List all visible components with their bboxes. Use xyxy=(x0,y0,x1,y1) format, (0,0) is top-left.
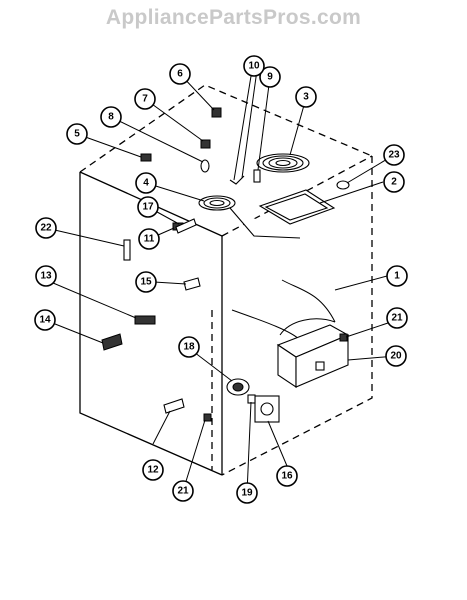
svg-text:12: 12 xyxy=(147,465,159,476)
coil-element-small xyxy=(198,195,236,211)
cabinet-front-left-edge xyxy=(79,172,223,476)
callout-23: 23 xyxy=(383,144,405,166)
clip-19 xyxy=(247,394,256,404)
leader-lines xyxy=(44,69,398,494)
transformer-box xyxy=(276,324,350,389)
svg-text:1: 1 xyxy=(394,271,400,282)
callout-7: 7 xyxy=(134,88,156,110)
callout-20: 20 xyxy=(385,345,407,367)
grommet-23 xyxy=(336,180,350,190)
svg-text:22: 22 xyxy=(40,223,52,234)
callout-10: 10 xyxy=(243,55,265,77)
callout-16: 16 xyxy=(276,465,298,487)
fan-wheel xyxy=(226,378,250,396)
callout-22: 22 xyxy=(35,217,57,239)
clip-15 xyxy=(183,277,201,291)
knob-6 xyxy=(211,107,222,118)
svg-text:20: 20 xyxy=(390,351,402,362)
terminal-block-17 xyxy=(175,218,197,234)
callout-12: 12 xyxy=(142,459,164,481)
svg-text:3: 3 xyxy=(303,92,309,103)
svg-text:21: 21 xyxy=(177,486,189,497)
svg-text:5: 5 xyxy=(74,129,80,140)
svg-text:11: 11 xyxy=(144,234,155,245)
callout-4: 4 xyxy=(135,172,157,194)
wire-harness-2 xyxy=(231,309,301,341)
svg-text:19: 19 xyxy=(241,488,253,499)
bulb-8 xyxy=(200,159,210,173)
svg-text:15: 15 xyxy=(140,277,152,288)
callout-8: 8 xyxy=(100,106,122,128)
callout-14: 14 xyxy=(34,309,56,331)
svg-text:10: 10 xyxy=(248,61,260,72)
svg-text:6: 6 xyxy=(177,69,183,80)
callout-13: 13 xyxy=(35,265,57,287)
svg-text:23: 23 xyxy=(388,150,400,161)
part-drawings xyxy=(101,107,350,423)
svg-text:4: 4 xyxy=(143,178,149,189)
coil-element-large xyxy=(256,153,310,173)
callout-9: 9 xyxy=(259,66,281,88)
drip-pan-tray xyxy=(229,189,336,239)
relay xyxy=(254,395,280,423)
svg-text:18: 18 xyxy=(183,342,195,353)
terminal-10 xyxy=(229,175,245,185)
callout-17: 17 xyxy=(137,196,159,218)
switch-14 xyxy=(101,333,123,351)
svg-text:8: 8 xyxy=(108,112,114,123)
callout-21-bottom: 21 xyxy=(172,480,194,502)
cabinet-top-back-edge xyxy=(79,84,373,173)
svg-text:7: 7 xyxy=(142,94,148,105)
cabinet-right-edge xyxy=(221,156,373,476)
cabinet-outline xyxy=(79,84,373,476)
svg-text:16: 16 xyxy=(281,471,293,482)
svg-text:21: 21 xyxy=(391,313,403,324)
svg-text:9: 9 xyxy=(267,72,273,83)
wire-harness-3 xyxy=(279,318,336,336)
callout-3: 3 xyxy=(295,86,317,108)
callout-2: 2 xyxy=(383,171,405,193)
lamp-socket-7 xyxy=(200,139,211,149)
screw-21a xyxy=(203,413,212,422)
callout-6: 6 xyxy=(169,63,191,85)
switch-13 xyxy=(134,315,156,325)
svg-text:13: 13 xyxy=(40,271,52,282)
callout-1: 1 xyxy=(386,265,408,287)
clip-12 xyxy=(163,398,185,414)
switch-5 xyxy=(140,153,152,162)
site-watermark: AppliancePartsPros.com xyxy=(105,6,362,29)
callout-15: 15 xyxy=(135,271,157,293)
svg-text:2: 2 xyxy=(391,177,397,188)
callout-18: 18 xyxy=(178,336,200,358)
bracket-9 xyxy=(253,169,261,183)
screw-21b xyxy=(339,333,348,342)
callout-19: 19 xyxy=(236,482,258,504)
svg-text:17: 17 xyxy=(142,202,154,213)
wire-harness-1 xyxy=(281,279,336,323)
callout-5: 5 xyxy=(66,123,88,145)
bracket-22 xyxy=(123,239,131,261)
svg-text:14: 14 xyxy=(39,315,51,326)
callout-11: 11 xyxy=(138,228,160,250)
callout-21-right: 21 xyxy=(386,307,408,329)
